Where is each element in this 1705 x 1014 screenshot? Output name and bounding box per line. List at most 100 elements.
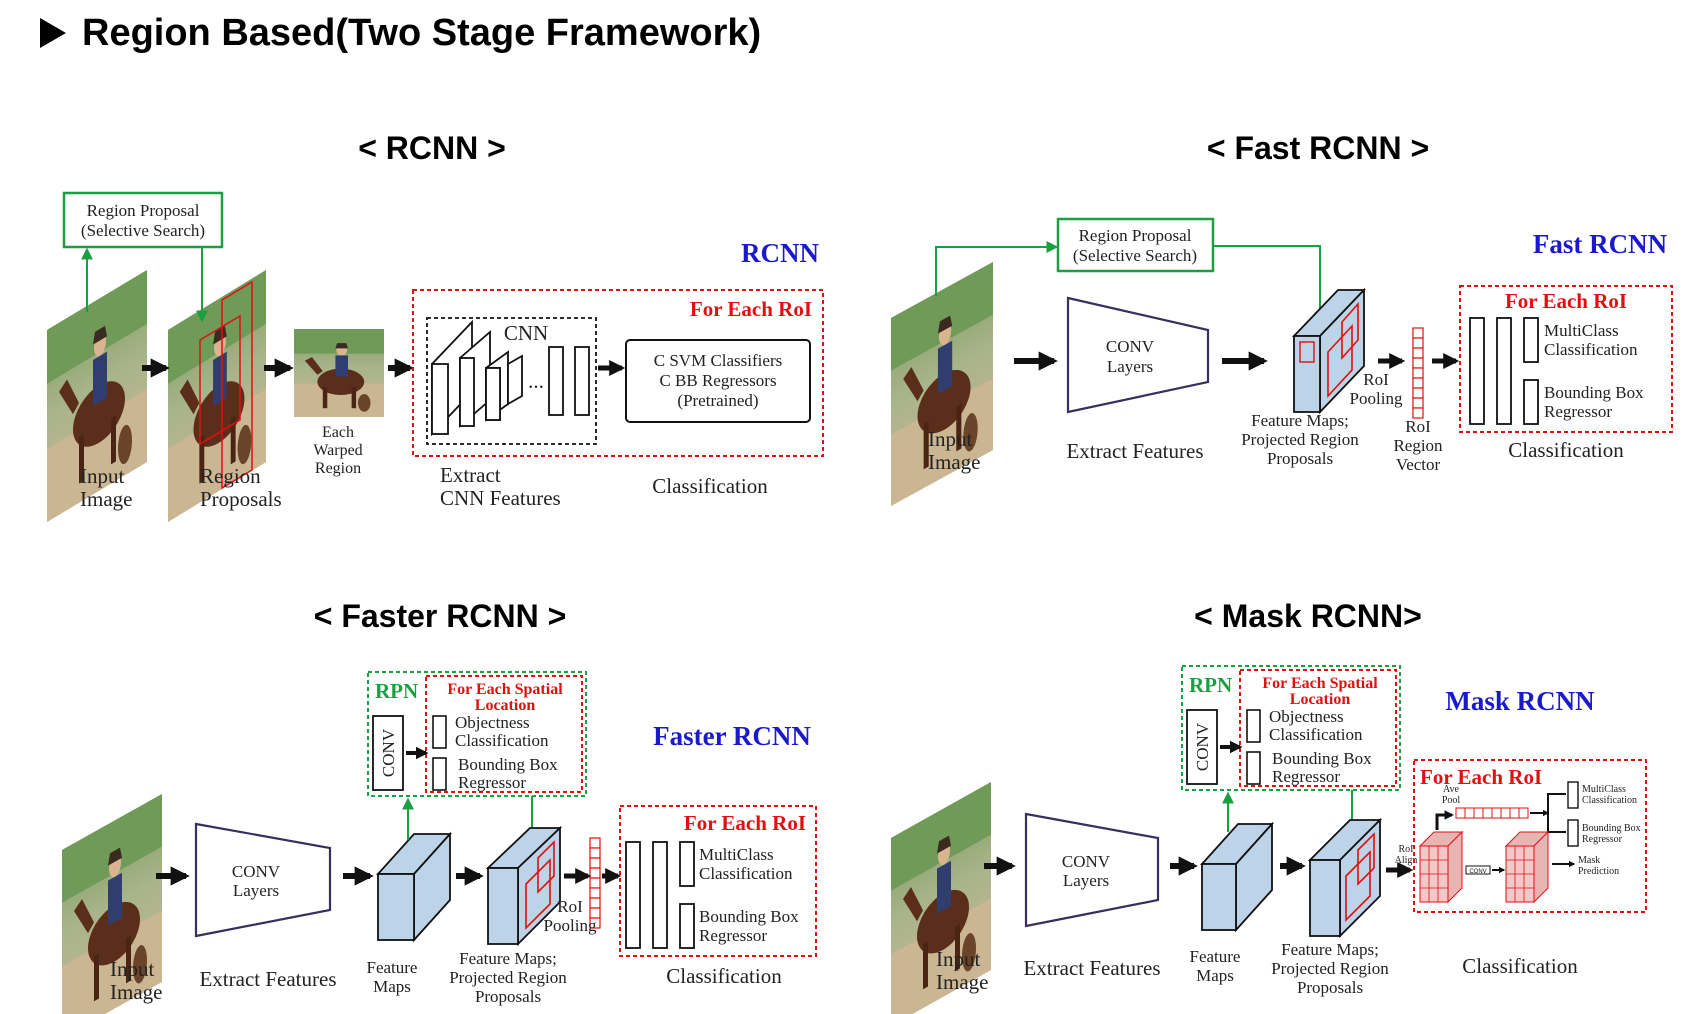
mask-multiclass-line2: Classification <box>1582 795 1637 806</box>
mask-rcnn-panel: < Mask RCNN> Mask RCNN RPN For Each Spat… <box>891 598 1647 1014</box>
faster-spatial-box <box>425 675 583 793</box>
mask-rpn-conv-box <box>1186 709 1218 785</box>
rcnn-warped-label-3: Region <box>315 460 361 477</box>
rcnn-for-each-roi-label: For Each RoI <box>690 297 812 321</box>
rcnn-proposals-label-1: Region <box>200 464 261 488</box>
fast-roi-pooling-line1: RoI <box>1363 370 1389 389</box>
faster-rpn-conv-box <box>372 715 404 791</box>
mask-conv-label-2: Layers <box>1063 871 1109 890</box>
fast-classification-label: Classification <box>1508 438 1624 462</box>
rcnn-section-title: < RCNN > <box>358 130 506 166</box>
rcnn-input-label-1: Input <box>80 464 124 488</box>
fast-bbox-line2: Regressor <box>1544 402 1612 421</box>
fast-conv-label-1: CONV <box>1106 337 1155 356</box>
faster-feature-maps-line1: Feature Maps; <box>459 949 557 968</box>
mask-roi-align-line1: RoI <box>1399 844 1414 855</box>
rcnn-classifier-line3: (Pretrained) <box>677 391 758 410</box>
mask-extract-label: Extract Features <box>1023 956 1160 980</box>
rcnn-input-label-2: Image <box>80 487 132 511</box>
mask-objectness-line2: Classification <box>1269 725 1363 744</box>
fast-feature-maps-line3: Proposals <box>1267 449 1333 468</box>
faster-rpn-bbox-line1: Bounding Box <box>458 755 558 774</box>
rcnn-brand: RCNN <box>741 238 819 268</box>
fast-roi-vector <box>1412 327 1424 419</box>
fast-green-arrow-to-features <box>1214 245 1326 325</box>
faster-roi-pooling-line2: Pooling <box>544 916 597 935</box>
mask-spatial-box <box>1239 669 1397 787</box>
faster-section-title: < Faster RCNN > <box>314 598 567 634</box>
rcnn-ellipsis: ... <box>528 369 544 393</box>
faster-rpn-box <box>367 671 587 797</box>
rcnn-region-proposal-line2: (Selective Search) <box>81 221 205 240</box>
fast-input-label-1: Input <box>928 427 972 451</box>
page-title: Region Based(Two Stage Framework) <box>40 8 761 58</box>
faster-input-label-2: Image <box>110 980 162 1004</box>
mask-conv-trapezoid <box>1024 812 1160 928</box>
mask-conv-small-box <box>1465 865 1491 875</box>
faster-rpn-bbox-line2: Regressor <box>458 773 526 792</box>
faster-roi-vector <box>589 837 601 929</box>
fast-roi-vector-line2: Region <box>1393 436 1443 455</box>
faster-rpn-conv-label: CONV <box>379 728 398 777</box>
mask-rpn-bbox-bar <box>1246 751 1261 785</box>
fast-region-proposal-box <box>1056 217 1215 273</box>
mask-classification-bar <box>1567 781 1579 809</box>
faster-roi-pooling-line1: RoI <box>557 897 583 916</box>
mask-bbox-bar <box>1567 819 1579 847</box>
mask-spatial-line1: For Each Spatial <box>1262 675 1378 692</box>
fast-classification-bar <box>1523 317 1539 363</box>
fast-feature-map-block <box>1291 287 1367 415</box>
rcnn-classifier-box <box>625 339 811 423</box>
fast-multiclass-line2: Classification <box>1544 340 1638 359</box>
mask-feature-map-block <box>1199 821 1275 933</box>
fast-input-label-2: Image <box>928 450 980 474</box>
mask-roi-align-line2: Align <box>1395 855 1418 866</box>
mask-feature-maps-line1: Feature Maps; <box>1281 940 1379 959</box>
fast-region-proposal-line2: (Selective Search) <box>1073 246 1197 265</box>
rcnn-cnn-label: CNN <box>504 321 548 345</box>
mask-feature-maps-short-1: Feature <box>1190 947 1241 966</box>
faster-fc-layer-1 <box>625 841 641 949</box>
faster-extract-label: Extract Features <box>199 967 336 991</box>
fast-for-each-roi-label: For Each RoI <box>1505 289 1627 313</box>
mask-objectness-bar <box>1246 709 1261 743</box>
fast-bbox-bar <box>1523 379 1539 425</box>
faster-spatial-line2: Location <box>475 697 536 714</box>
faster-bbox-line1: Bounding Box <box>699 907 799 926</box>
fast-brand: Fast RCNN <box>1533 229 1668 259</box>
mask-input-label-2: Image <box>936 970 988 994</box>
mask-proposal-block <box>1307 817 1383 939</box>
faster-brand: Faster RCNN <box>653 721 811 751</box>
faster-objectness-line2: Classification <box>455 731 549 750</box>
mask-for-each-roi-label: For Each RoI <box>1420 765 1542 789</box>
mask-arrow-pool <box>1435 810 1454 830</box>
fast-green-arrow-to-proposal <box>935 241 1059 296</box>
faster-bbox-line2: Regressor <box>699 926 767 945</box>
faster-objectness-bar <box>432 715 447 749</box>
faster-objectness-line1: Objectness <box>455 713 530 732</box>
rcnn-for-each-roi-box <box>412 289 824 457</box>
mask-ave-pool-line1: Ave <box>1443 784 1459 795</box>
page-title-text: Region Based(Two Stage Framework) <box>82 11 762 54</box>
fast-conv-label-2: Layers <box>1107 357 1153 376</box>
mask-for-each-roi-box <box>1413 759 1647 913</box>
rcnn-cnn-layers-icon <box>431 319 523 437</box>
rcnn-classifier-line2: C BB Regressors <box>659 371 776 390</box>
mask-rpn-box <box>1181 665 1401 791</box>
mask-bbox-line1: Bounding Box <box>1582 823 1641 834</box>
rcnn-fc-layer-1 <box>548 346 564 416</box>
fast-conv-trapezoid <box>1066 296 1210 414</box>
mask-conv-small-label: CONV <box>1469 869 1486 875</box>
mask-feature-maps-line2: Projected Region <box>1271 959 1389 978</box>
fast-rcnn-panel: < Fast RCNN > Fast RCNN Region Proposal … <box>891 130 1673 506</box>
faster-classification-label: Classification <box>666 964 782 988</box>
rcnn-proposals-label-2: Proposals <box>200 487 282 511</box>
rcnn-extract-label-1: Extract <box>440 463 501 487</box>
mask-bbox-line2: Regressor <box>1582 834 1623 845</box>
mask-feature-maps-line3: Proposals <box>1297 978 1363 997</box>
mask-feature-maps-short-2: Maps <box>1196 966 1234 985</box>
rcnn-panel: < RCNN > RCNN Region Proposal (Selective… <box>47 130 824 522</box>
faster-feature-maps-short-1: Feature <box>367 958 418 977</box>
rcnn-warped-label-1: Each <box>322 424 354 441</box>
